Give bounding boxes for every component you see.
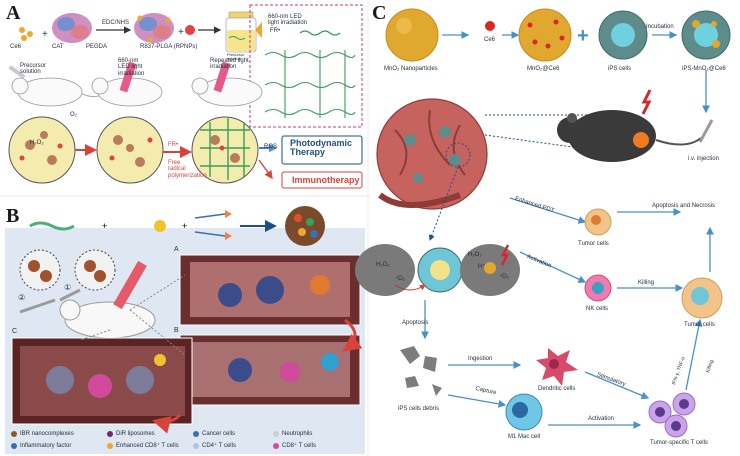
legend-rpnps: R837-PLGA (RPNPs) — [140, 44, 198, 50]
mouse-icon-3 — [191, 77, 263, 107]
tumor-cells-1-label: Tumor cells — [578, 241, 609, 247]
svg-text:+: + — [42, 29, 48, 40]
precursor-solution-label: Precursor solution — [20, 63, 47, 76]
syringe-icon-c — [698, 119, 714, 143]
ips-cells-label: iPS cells — [608, 66, 632, 72]
free-radical-label: Free radical polymerization — [168, 160, 207, 179]
ce6-icon — [485, 21, 495, 31]
immunotherapy-box — [281, 171, 363, 189]
cat-ce6-conjugate-icon — [134, 13, 174, 43]
step-1-label: ① — [64, 283, 72, 292]
panel-b-sub-b: B — [174, 327, 179, 334]
laser-icon-b — [113, 260, 147, 310]
ips-cell-zoom-left — [355, 244, 415, 296]
legend-cat: CAT — [52, 44, 64, 50]
fr-label: FR• — [168, 142, 179, 148]
hplus-label: H⁺ — [478, 264, 486, 270]
legend-pegda: PEGDA — [86, 44, 108, 50]
apoptosis-label: Apoptosis — [402, 320, 429, 326]
panel-c-letter: C — [372, 2, 387, 24]
h2o2-c-right: H₂O₂ — [468, 252, 482, 258]
svg-text:+: + — [182, 221, 187, 231]
iv-label: i.v. injection — [688, 156, 719, 162]
o1-label-left: ¹O₂ — [396, 276, 405, 282]
panel-b-letter: B — [6, 205, 20, 227]
inset-fr-label: FR• — [270, 28, 281, 34]
step-2-label: ② — [18, 293, 26, 302]
pdt-label: Photodynamic Therapy — [290, 138, 353, 158]
mouse-icon-1 — [11, 77, 108, 107]
tumor-t-cells-icon — [648, 392, 696, 438]
pegda-network-icon — [264, 50, 356, 118]
apoptosis-necrosis-label: Apoptosis and Necrosis — [652, 203, 716, 209]
o1-label-right: ¹O₂ — [500, 274, 509, 280]
mouse-icon-c — [568, 110, 656, 162]
b-legend-7: CD8⁺ T cells — [282, 443, 316, 449]
ros-label: ROS — [264, 144, 278, 150]
laser-icon-1 — [119, 61, 137, 93]
laser-icon-2 — [213, 61, 231, 93]
mno2-label: MnO₂ Nanoparticles — [384, 66, 438, 72]
panel-a-letter: A — [6, 2, 21, 24]
activation-2-label: Activation — [588, 416, 615, 422]
tumor-icon — [376, 98, 488, 210]
tumor-t-label: Tumor-specific T cells — [650, 440, 708, 446]
edc-label: EDC/NHS — [102, 20, 130, 26]
h2o2-c-left: H₂O₂ — [376, 262, 390, 268]
pdt-box — [281, 135, 363, 165]
light-bolt-icon — [641, 89, 652, 115]
mno2-ce6-icon — [518, 8, 572, 62]
legend-ce6: Ce6 — [10, 44, 22, 50]
mno2-nanoparticle-icon — [385, 8, 439, 62]
syringe-icon — [8, 65, 26, 79]
tumor-cells-2-label: Tumor cells — [684, 322, 715, 328]
ce6-dots-icon — [19, 27, 33, 41]
bacteria-icon — [29, 221, 75, 231]
incubation-label: Incubation — [646, 24, 674, 30]
particle-icon — [154, 220, 166, 232]
b-legend-0: IBR nanocomplexes — [20, 431, 74, 437]
panel-b-legend-icons — [11, 431, 279, 449]
b-legend-2: Cancer cells — [202, 431, 236, 437]
dendritic-cell-icon — [536, 348, 578, 386]
lipid-icons — [194, 210, 232, 240]
debris-label: iPS cells debris — [398, 406, 440, 412]
h2o2-label: H₂O₂ — [30, 140, 44, 146]
tumor-site-icon — [633, 132, 649, 148]
b-legend-5: Enhanced CD8⁺ T cells — [116, 443, 179, 449]
immunotherapy-label: Immunotherapy — [292, 175, 360, 185]
ingestion-label: Ingestion — [468, 356, 493, 362]
cat-protein-icon — [52, 13, 92, 43]
o2-label: O₂ — [70, 112, 77, 118]
b-legend-3: Neutrophils — [282, 431, 313, 437]
ce6-label: Ce6 — [484, 37, 496, 43]
light-cone-icon — [255, 22, 262, 38]
ips-mno2-label: iPS-MnO₂@Ce6 — [682, 66, 726, 72]
b-legend-1: DiR liposomes — [116, 431, 155, 437]
rpnp-icon — [185, 25, 195, 35]
nk-cells-label: NK cells — [586, 306, 609, 312]
svg-text:+: + — [577, 25, 589, 47]
svg-text:+: + — [178, 27, 184, 38]
b-legend-4: Inflammatory factor — [20, 443, 72, 449]
svg-text:+: + — [102, 221, 107, 231]
killing-1-label: Killing — [638, 280, 655, 286]
panel-b-sub-c: C — [12, 328, 18, 335]
precursor-vial-icon — [225, 11, 257, 53]
inset-led-label: 660-nm LED light irradiation — [268, 14, 308, 27]
dendritic-label: Dendritic cells — [538, 386, 576, 392]
panel-b-sub-a: A — [174, 246, 179, 253]
led-1-label: 660-nm LED light irradiation — [118, 58, 145, 77]
precursor-vial-label: Precursor solution — [227, 52, 245, 61]
m1-label: M1 Mac cell — [508, 434, 541, 440]
led-2-label: Repeated light irradiation — [210, 58, 249, 71]
b-legend-6: CD4⁺ T cells — [202, 443, 236, 449]
ips-debris-icon — [400, 346, 442, 396]
nanocomplex-icon — [285, 206, 325, 246]
mno2-ce6-label: MnO₂@Ce6 — [527, 66, 560, 72]
polymerization-inset-box — [249, 4, 363, 128]
